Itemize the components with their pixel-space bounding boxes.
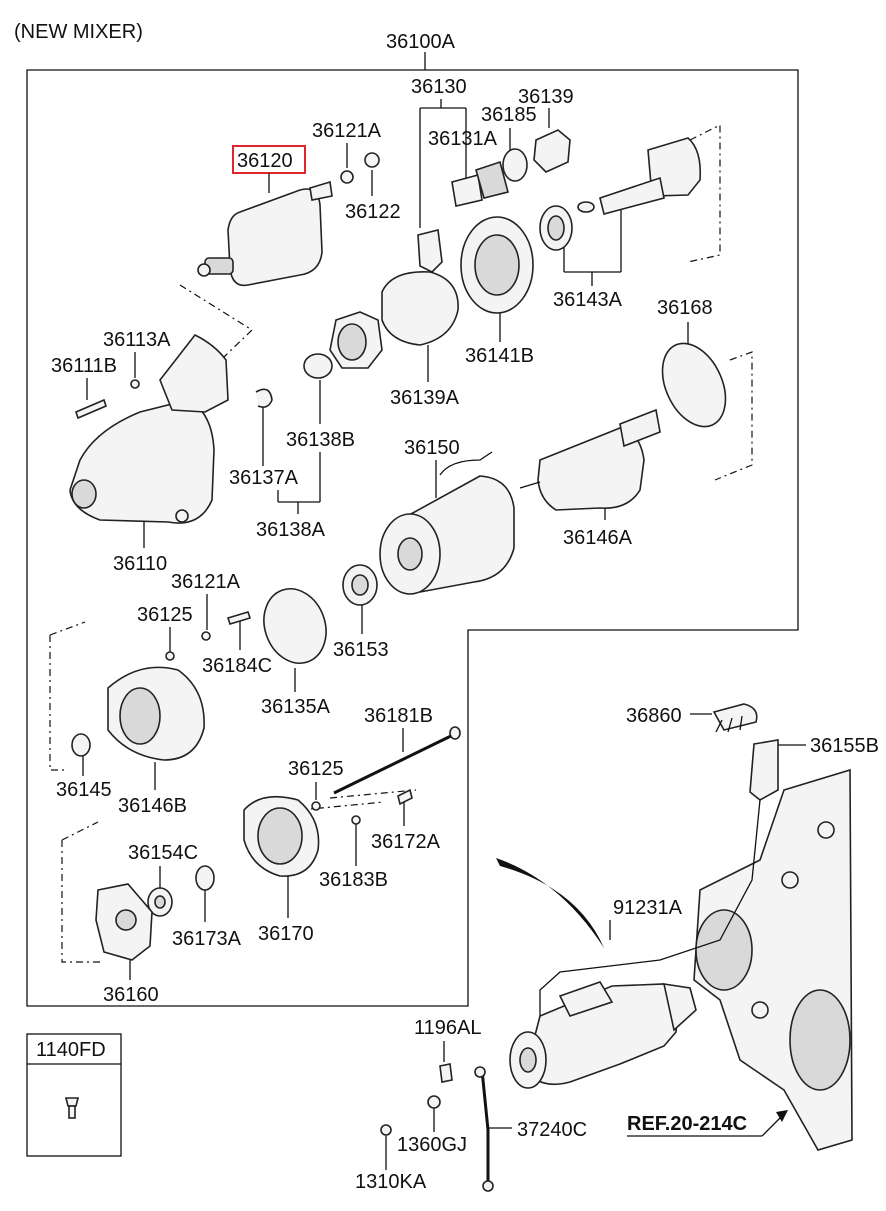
washer-36121A-mid[interactable]	[201, 631, 211, 641]
assembly-label: 36100A	[386, 31, 456, 53]
connector-36860[interactable]	[712, 703, 758, 733]
label-36154C[interactable]: 36154C	[128, 842, 198, 864]
oring-36168[interactable]	[650, 333, 738, 436]
yoke-36150[interactable]	[379, 451, 515, 595]
label-36113A[interactable]: 36113A	[103, 329, 171, 351]
engine-block	[693, 768, 853, 1151]
label-36173A[interactable]: 36173A	[172, 928, 242, 950]
housing-36110[interactable]	[69, 333, 229, 524]
label-36121A-mid[interactable]: 36121A	[171, 571, 241, 593]
label-1360GJ[interactable]: 1360GJ	[397, 1134, 467, 1156]
washer-36125-b[interactable]	[311, 801, 321, 811]
label-36168[interactable]: 36168	[657, 297, 713, 319]
inset-label: 1140FD	[36, 1039, 106, 1061]
label-37240C[interactable]: 37240C	[517, 1119, 587, 1141]
label-36122[interactable]: 36122	[345, 201, 401, 223]
inset-1140FD[interactable]	[26, 1033, 122, 1157]
lever-36139A[interactable]	[329, 229, 459, 369]
ring-36173A[interactable]	[195, 865, 215, 891]
label-1196AL[interactable]: 1196AL	[414, 1017, 481, 1039]
wire-91231A[interactable]	[539, 799, 761, 1030]
label-36138A[interactable]: 36138A	[256, 519, 326, 541]
washer-36113A[interactable]	[130, 379, 140, 389]
label-36125-a[interactable]: 36125	[137, 604, 193, 626]
label-36860[interactable]: 36860	[626, 705, 682, 727]
label-36110[interactable]: 36110	[113, 553, 167, 575]
bracket-36155B[interactable]	[749, 739, 779, 801]
label-36181B[interactable]: 36181B	[364, 705, 433, 727]
starter-motor[interactable]	[509, 981, 697, 1089]
label-36120[interactable]: 36120	[237, 150, 293, 172]
leader-lines	[82, 99, 806, 1170]
label-36135A[interactable]: 36135A	[261, 696, 331, 718]
label-36131A[interactable]: 36131A	[428, 128, 498, 150]
assembly-frame	[26, 69, 799, 1007]
ring-36185[interactable]	[502, 148, 528, 182]
pinion-shaft-36143A[interactable]	[539, 137, 702, 251]
nut-36122[interactable]	[364, 152, 380, 168]
bolt-1196AL[interactable]	[439, 1063, 453, 1083]
brush-holder-36160[interactable]	[95, 883, 153, 961]
armature-36146A[interactable]	[519, 408, 661, 511]
label-36143A[interactable]: 36143A	[553, 289, 623, 311]
washer-36121A-top[interactable]	[340, 170, 354, 184]
cover-36146B[interactable]	[107, 666, 205, 761]
label-36145[interactable]: 36145	[56, 779, 112, 801]
oring-36135A[interactable]	[254, 580, 336, 672]
page-title: (NEW MIXER)	[14, 21, 143, 43]
label-36155B[interactable]: 36155B	[810, 735, 879, 757]
label-36121A-top[interactable]: 36121A	[312, 120, 382, 142]
screw-36172A[interactable]	[397, 788, 413, 806]
label-36111B[interactable]: 36111B	[51, 355, 117, 377]
washer-36125-a[interactable]	[165, 651, 175, 661]
clip-36137A[interactable]	[255, 388, 273, 408]
end-frame-36170[interactable]	[243, 795, 320, 877]
label-36141B[interactable]: 36141B	[465, 345, 534, 367]
bearing-36153[interactable]	[342, 564, 378, 606]
washer-36183B[interactable]	[351, 815, 361, 825]
bearing-36154C[interactable]	[147, 887, 173, 917]
label-36184C[interactable]: 36184C	[202, 655, 272, 677]
label-36160[interactable]: 36160	[103, 984, 159, 1006]
ring-36145[interactable]	[71, 733, 91, 757]
label-36172A[interactable]: 36172A	[371, 831, 441, 853]
label-36130[interactable]: 36130	[411, 76, 467, 98]
through-bolt-36181B[interactable]	[333, 726, 461, 795]
label-36139A[interactable]: 36139A	[390, 387, 460, 409]
screw-36184C[interactable]	[226, 611, 252, 625]
label-36146A[interactable]: 36146A	[563, 527, 633, 549]
contact-36131A[interactable]	[451, 173, 483, 207]
plate-36141B[interactable]	[460, 216, 534, 314]
label-36170[interactable]: 36170	[258, 923, 314, 945]
direction-arrow	[496, 858, 604, 948]
label-36138B[interactable]: 36138B	[286, 429, 355, 451]
explosion-lines	[49, 124, 753, 963]
nut-1310KA[interactable]	[380, 1124, 392, 1136]
label-36146B[interactable]: 36146B	[118, 795, 187, 817]
label-36137A[interactable]: 36137A	[229, 467, 299, 489]
label-36153[interactable]: 36153	[333, 639, 389, 661]
ref-label[interactable]: REF.20-214C	[627, 1113, 747, 1135]
label-36185[interactable]: 36185	[481, 104, 537, 126]
label-1310KA[interactable]: 1310KA	[355, 1171, 427, 1193]
label-36183B[interactable]: 36183B	[319, 869, 388, 891]
cap-36139[interactable]	[533, 129, 571, 173]
label-36150[interactable]: 36150	[404, 437, 460, 459]
solenoid-36120[interactable]	[197, 180, 333, 287]
cable-37240C[interactable]	[480, 1069, 490, 1186]
label-91231A[interactable]: 91231A	[613, 897, 683, 919]
bolt-36111B[interactable]	[75, 398, 107, 420]
label-36139[interactable]: 36139	[518, 86, 574, 108]
label-36125-b[interactable]: 36125	[288, 758, 344, 780]
bush-36138B[interactable]	[303, 353, 333, 379]
washer-1360GJ[interactable]	[427, 1095, 441, 1109]
